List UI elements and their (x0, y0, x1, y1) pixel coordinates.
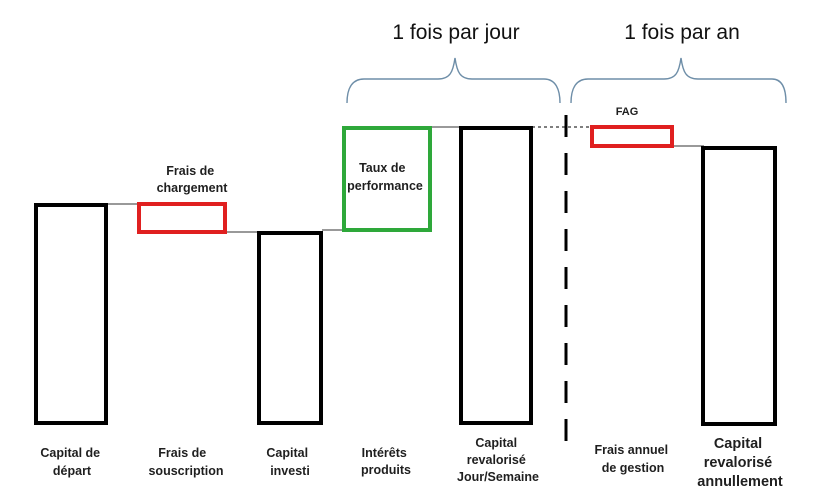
capital-investi-label: Capital investi (266, 446, 311, 478)
capital-depart-label: Capital de départ (40, 446, 103, 478)
interets-produits-label-line: produits (361, 463, 411, 477)
capital-depart-label-line: Capital de (40, 446, 100, 460)
frais-souscription-label-line: souscription (148, 464, 223, 478)
taux-performance-label-line: Taux de (359, 161, 405, 175)
bar-capital-depart (34, 203, 108, 425)
brace-yearly-label: 1 fois par an (624, 21, 740, 44)
capital-revalorise-jour-label-line: revalorisé (467, 453, 526, 467)
brace-daily-label: 1 fois par jour (392, 21, 519, 44)
brace-daily (346, 57, 561, 104)
capital-investi-label-line: investi (270, 464, 310, 478)
capital-revalorise-jour-label-line: Capital (475, 436, 517, 450)
bar-capital-revalorise-annuel (701, 146, 777, 426)
interets-produits-label: Intérêts produits (361, 446, 411, 477)
capital-revalorise-jour-label-line: Jour/Semaine (457, 470, 539, 484)
frais-souscription-label-line: Frais de (158, 446, 206, 460)
bar-capital-revalorise-jour (459, 126, 533, 425)
interets-produits-label-line: Intérêts (362, 446, 407, 460)
bar-frais-chargement (137, 202, 227, 234)
brace-yearly (570, 57, 787, 104)
capital-revalorise-annuel-label-line: annullement (697, 474, 783, 490)
bar-taux-performance (342, 126, 432, 232)
frais-chargement-label-line: Frais de (166, 164, 214, 178)
capital-revalorise-jour-label: Capital revalorisé Jour/Semaine (457, 436, 539, 484)
frais-annuel-gestion-label-line: de gestion (602, 461, 665, 475)
fag-label: FAG (616, 106, 639, 118)
bar-fag (590, 125, 674, 148)
taux-performance-label: Taux de performance (347, 161, 423, 193)
frais-souscription-label: Frais de souscription (148, 446, 223, 478)
frais-chargement-label: Frais de chargement (157, 164, 229, 195)
frais-chargement-label-line: chargement (157, 181, 229, 195)
capital-investi-label-line: Capital (266, 446, 308, 460)
bar-capital-investi (257, 231, 323, 425)
capital-revalorise-annuel-label-line: revalorisé (704, 455, 773, 471)
capital-revalorise-annuel-label: Capital revalorisé annullement (697, 436, 783, 490)
frais-annuel-gestion-label: Frais annuel de gestion (594, 443, 671, 475)
taux-performance-label-line: performance (347, 179, 423, 193)
frais-annuel-gestion-label-line: Frais annuel (594, 443, 668, 457)
capital-revalorise-annuel-label-line: Capital (714, 436, 762, 452)
capital-depart-label-line: départ (53, 464, 92, 478)
